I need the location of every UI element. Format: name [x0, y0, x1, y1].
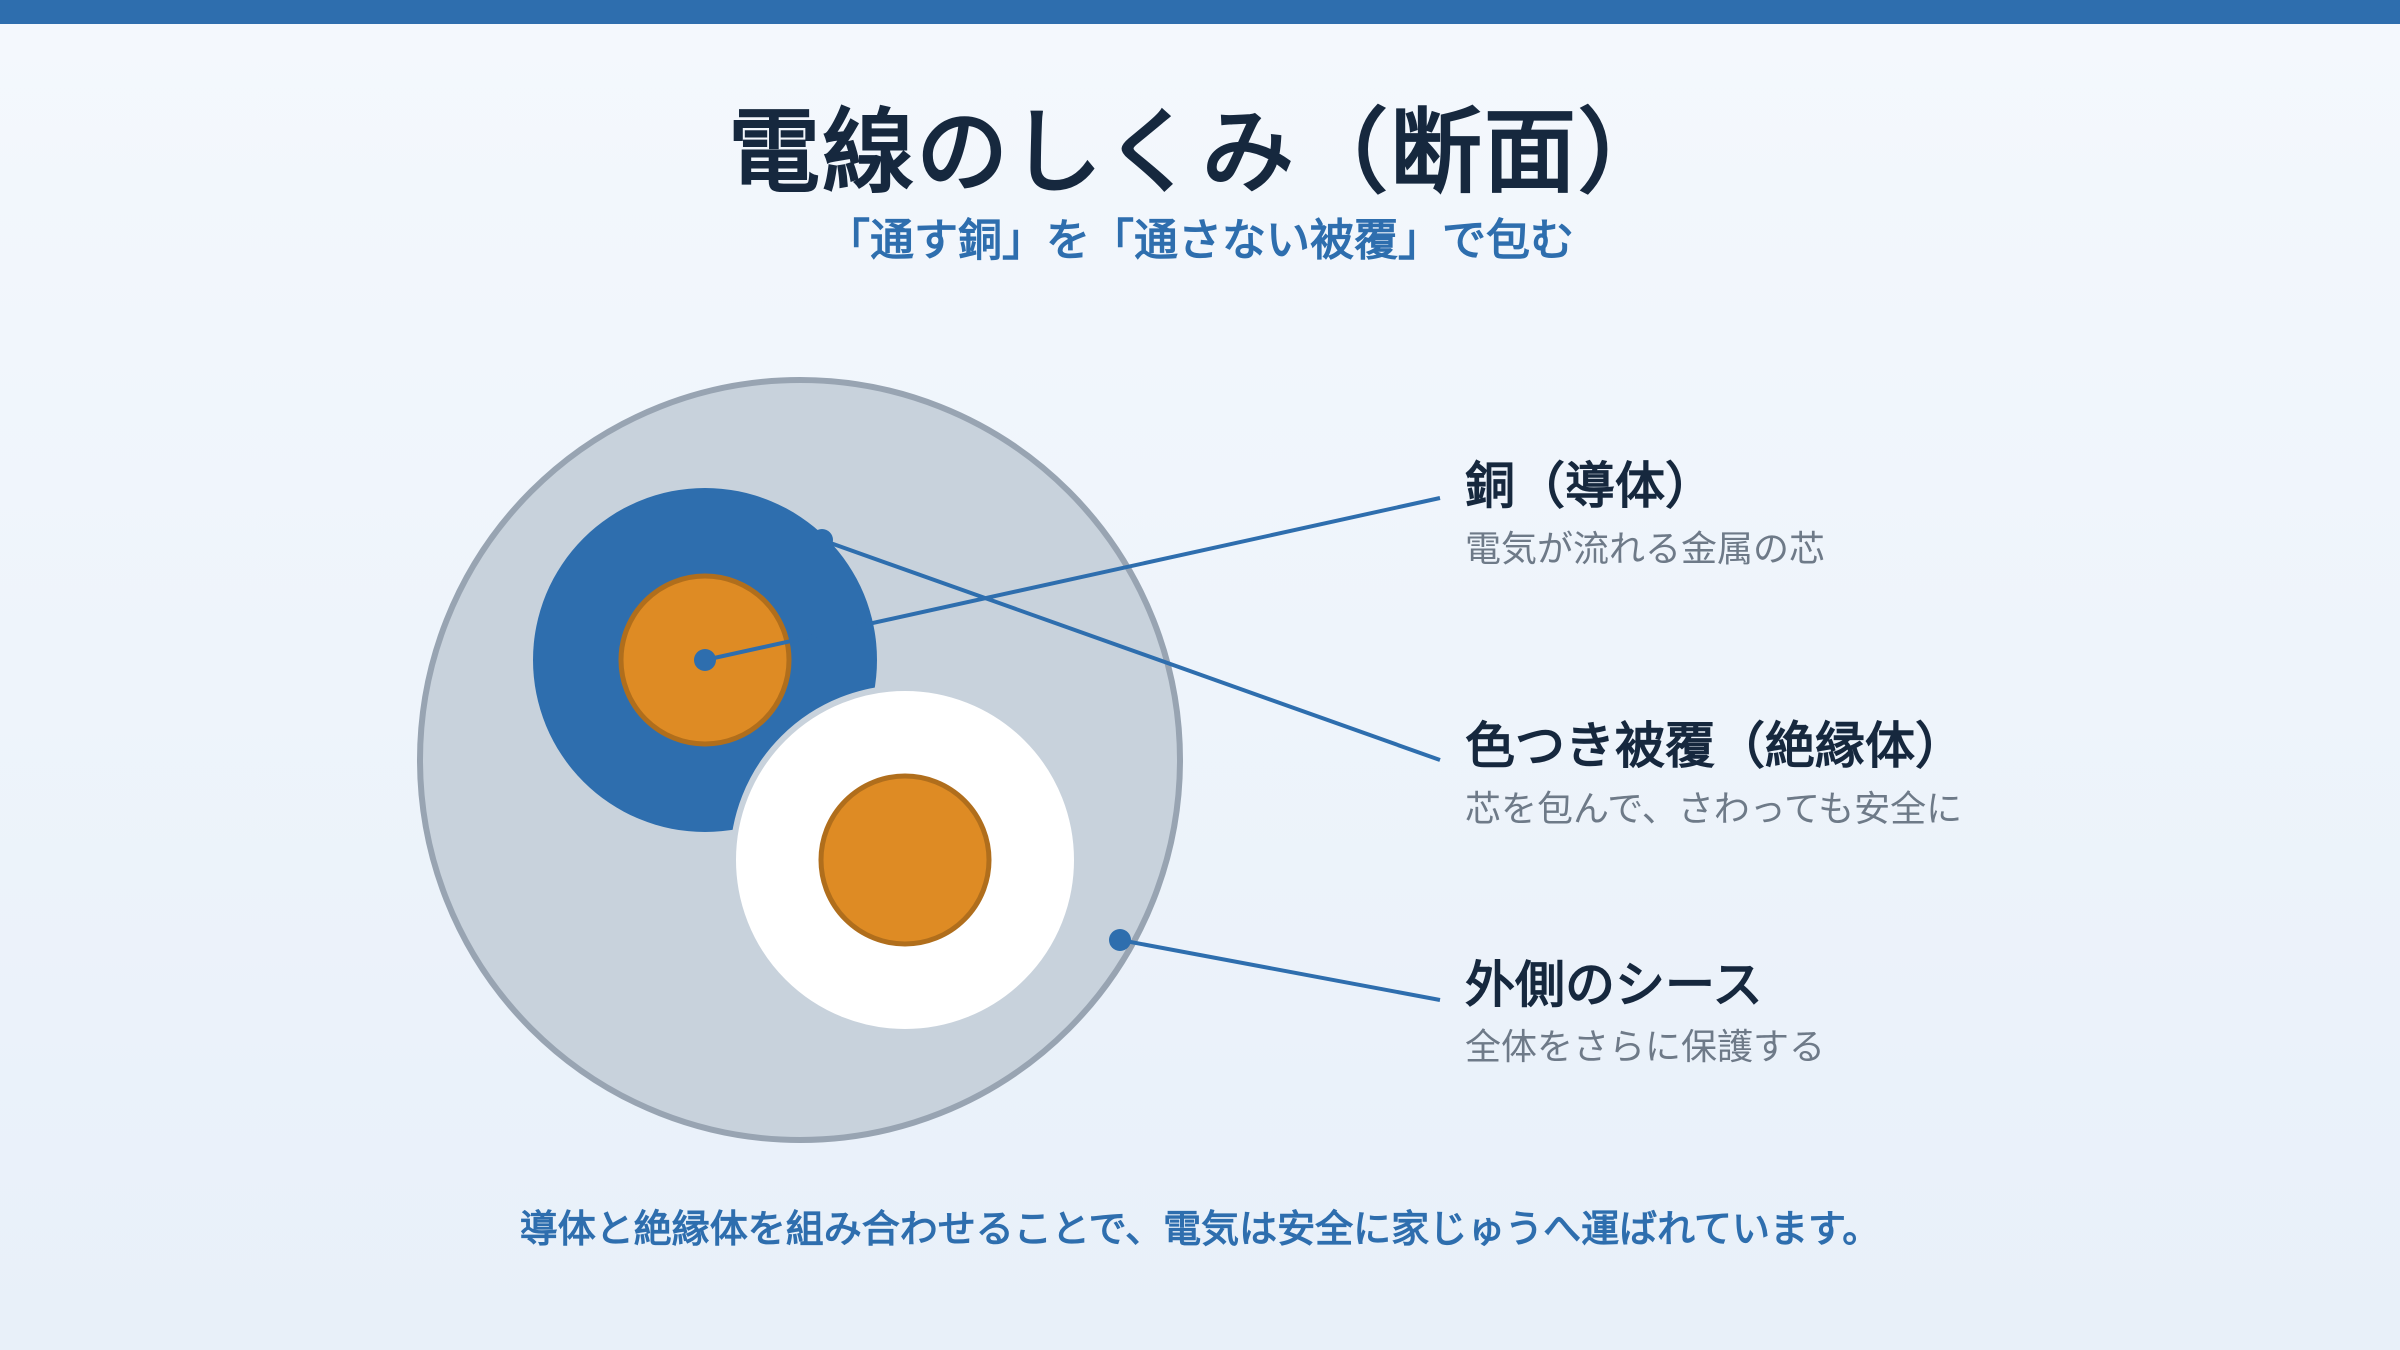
leader-line-copper [704, 496, 1441, 662]
top-accent-bar [0, 0, 2400, 24]
leader-line-insulation [821, 538, 1441, 762]
label-copper-heading: 銅（導体） [1465, 457, 1715, 515]
label-insulation-description: 芯を包んで、さわっても安全に [1465, 789, 1963, 830]
copper-core-lower [818, 773, 992, 947]
footer-note: 導体と絶縁体を組み合わせることで、電気は安全に家じゅうへ運ばれています。 [519, 1207, 1881, 1251]
page-subtitle: 「通す銅」を「通さない被覆」で包む [826, 215, 1574, 266]
page-title: 電線のしくみ（断面） [728, 99, 1672, 206]
leader-dot-sheath [1109, 929, 1131, 951]
leader-line-sheath [1119, 938, 1441, 1002]
label-copper-description: 電気が流れる金属の芯 [1465, 529, 1826, 570]
leader-dot-insulation [811, 529, 833, 551]
label-sheath-description: 全体をさらに保護する [1465, 1027, 1826, 1068]
label-insulation-heading: 色つき被覆（絶縁体） [1465, 717, 1965, 775]
label-sheath-heading: 外側のシース [1465, 956, 1763, 1014]
leader-dot-copper [694, 649, 716, 671]
